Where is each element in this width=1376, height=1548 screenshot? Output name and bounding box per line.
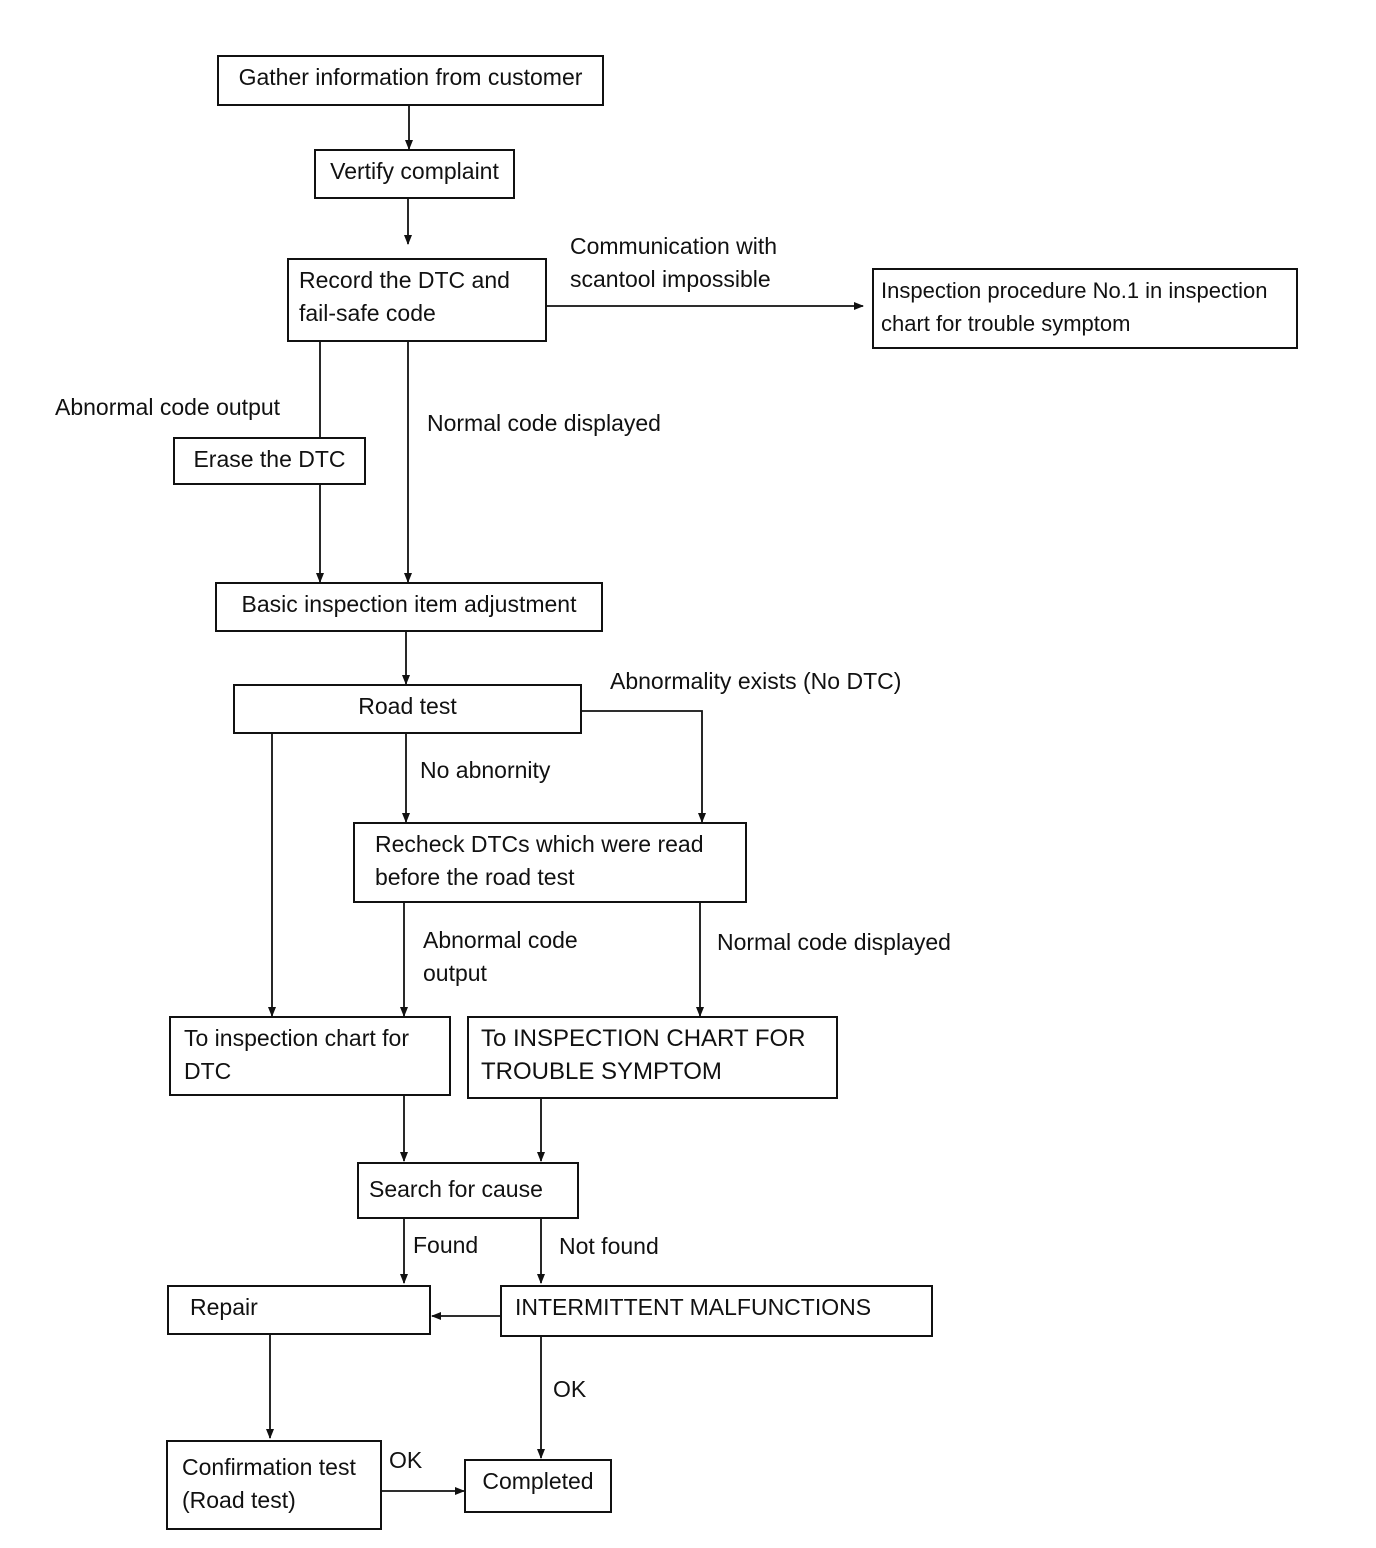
label-ok-confirm: OK: [389, 1447, 423, 1473]
label-not-found: Not found: [559, 1233, 659, 1259]
node-inspection-procedure-line2: chart for trouble symptom: [881, 311, 1131, 336]
node-erase-dtc: Erase the DTC: [173, 437, 366, 485]
node-confirmation-test-line2: (Road test): [182, 1487, 296, 1513]
label-normal-code-displayed-2: Normal code displayed: [717, 929, 951, 955]
label-no-abnornity: No abnornity: [420, 757, 551, 783]
node-chart-dtc-line2: DTC: [184, 1058, 232, 1084]
node-verify-complaint-text: Vertify complaint: [330, 158, 499, 184]
node-repair-text: Repair: [190, 1294, 258, 1320]
node-repair: Repair: [167, 1285, 431, 1335]
node-search-cause-text: Search for cause: [369, 1176, 543, 1202]
node-recheck-dtcs: Recheck DTCs which were read before the …: [353, 822, 747, 903]
label-ok-intermittent: OK: [553, 1376, 587, 1402]
node-completed: Completed: [464, 1459, 612, 1513]
node-recheck-dtcs-line2: before the road test: [375, 864, 575, 890]
node-intermittent: INTERMITTENT MALFUNCTIONS: [500, 1285, 933, 1337]
label-abnormal-code-output-2-line1: Abnormal code: [423, 927, 578, 953]
node-chart-dtc: To inspection chart for DTC: [169, 1016, 451, 1096]
node-inspection-procedure-line1: Inspection procedure No.1 in inspection: [881, 278, 1268, 303]
arrow-roadtest-recheck-abnormality: [581, 710, 706, 823]
node-record-dtc: Record the DTC and fail-safe code: [287, 258, 547, 342]
node-road-test: Road test: [233, 684, 582, 734]
node-erase-dtc-text: Erase the DTC: [193, 446, 346, 472]
label-abnormal-code-output-2-line2: output: [423, 960, 487, 986]
node-basic-inspection: Basic inspection item adjustment: [215, 582, 603, 632]
node-gather-info-text: Gather information from customer: [238, 64, 583, 90]
node-chart-symptom-line1: To INSPECTION CHART FOR: [481, 1025, 806, 1052]
label-abnormal-code-output-2: Abnormal code output: [423, 924, 578, 990]
label-comm-impossible-line1: Communication with: [570, 233, 778, 259]
label-comm-impossible: Communication with scantool impossible: [570, 230, 777, 296]
label-comm-impossible-line2: scantool impossible: [570, 266, 771, 292]
node-road-test-text: Road test: [358, 693, 457, 719]
node-confirmation-test-line1: Confirmation test: [182, 1454, 356, 1480]
node-intermittent-text: INTERMITTENT MALFUNCTIONS: [515, 1294, 872, 1320]
node-verify-complaint: Vertify complaint: [314, 149, 515, 199]
node-chart-symptom-line2: TROUBLE SYMPTOM: [481, 1058, 722, 1085]
node-search-cause: Search for cause: [357, 1162, 579, 1219]
node-basic-inspection-text: Basic inspection item adjustment: [241, 591, 577, 617]
node-gather-info: Gather information from customer: [217, 55, 604, 106]
node-completed-text: Completed: [482, 1468, 594, 1494]
label-abnormal-code-output-1: Abnormal code output: [55, 394, 281, 420]
node-chart-symptom: To INSPECTION CHART FOR TROUBLE SYMPTOM: [467, 1016, 838, 1099]
node-confirmation-test: Confirmation test (Road test): [166, 1440, 382, 1530]
node-inspection-procedure: Inspection procedure No.1 in inspection …: [872, 268, 1298, 349]
node-chart-dtc-line1: To inspection chart for: [184, 1025, 410, 1051]
label-found: Found: [413, 1232, 479, 1258]
node-recheck-dtcs-line1: Recheck DTCs which were read: [375, 831, 704, 857]
node-record-dtc-line2: fail-safe code: [299, 300, 436, 326]
node-record-dtc-line1: Record the DTC and: [299, 267, 510, 293]
label-abnormality-exists: Abnormality exists (No DTC): [610, 668, 902, 694]
label-normal-code-displayed-1: Normal code displayed: [427, 410, 661, 436]
